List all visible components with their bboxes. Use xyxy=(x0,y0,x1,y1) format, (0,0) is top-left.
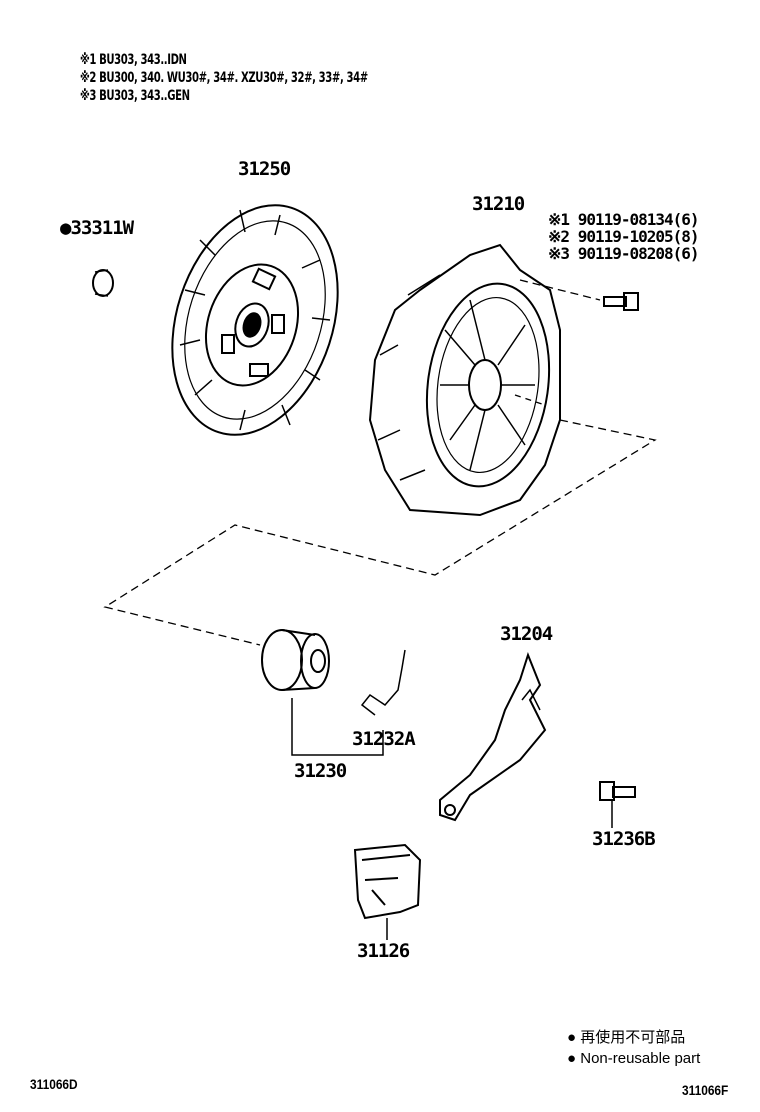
part-number-plug[interactable]: ●33311W xyxy=(60,217,134,239)
note-3: ※3 BU303, 343..GEN xyxy=(80,88,190,104)
plug-drawing xyxy=(92,269,114,297)
note-text: BU303, 343..GEN xyxy=(99,88,190,104)
part-number-fork-support[interactable]: 31236B xyxy=(592,828,656,850)
legend-en-text: Non-reusable part xyxy=(580,1050,701,1067)
note-mark: ※2 xyxy=(80,70,97,86)
part-number-release-bearing[interactable]: 31230 xyxy=(294,760,347,782)
bolt-item[interactable]: ※2 90119-10205(8) xyxy=(548,227,700,246)
release-fork-drawing xyxy=(439,652,547,822)
bolt-list: ※1 90119-08134(6) ※2 90119-10205(8) ※3 9… xyxy=(548,210,700,263)
part-number-clutch-disc[interactable]: 31250 xyxy=(238,158,291,180)
legend-jp: ● 再使用不可部品 xyxy=(567,1027,700,1048)
bolt-mark: ※1 xyxy=(548,210,570,229)
clip-drawing xyxy=(360,649,406,716)
diagram-code-left: 311066D xyxy=(30,1076,78,1092)
release-bearing-drawing xyxy=(261,629,384,756)
part-number-clip[interactable]: 31232A xyxy=(352,728,416,750)
note-text: BU300, 340. WU30#, 34#. XZU30#, 32#, 33#… xyxy=(99,70,368,86)
clutch-disc-drawing xyxy=(171,204,339,436)
part-number-boot[interactable]: 31126 xyxy=(357,940,410,962)
bolt-item[interactable]: ※1 90119-08134(6) xyxy=(548,210,700,229)
bolt-item[interactable]: ※3 90119-08208(6) xyxy=(548,244,700,263)
note-2: ※2 BU300, 340. WU30#, 34#. XZU30#, 32#, … xyxy=(80,70,368,86)
fork-support-drawing xyxy=(599,781,636,828)
part-number-clutch-cover[interactable]: 31210 xyxy=(472,193,525,215)
note-text: BU303, 343..IDN xyxy=(99,52,187,68)
bolt-number: 90119-08134(6) xyxy=(577,210,700,229)
note-1: ※1 BU303, 343..IDN xyxy=(80,52,187,68)
legend: ● 再使用不可部品 ● Non-reusable part xyxy=(567,1027,700,1069)
legend-jp-text: 再使用不可部品 xyxy=(580,1029,686,1046)
bolt-number: 90119-10205(8) xyxy=(577,227,700,246)
bolt-mark: ※3 xyxy=(548,244,570,263)
bolt-mark: ※2 xyxy=(548,227,570,246)
legend-en: ● Non-reusable part xyxy=(567,1048,700,1069)
bullet-icon: ● xyxy=(567,1050,577,1067)
note-mark: ※3 xyxy=(80,88,97,104)
bolt-drawing xyxy=(603,292,639,311)
clutch-cover-drawing xyxy=(368,243,601,517)
assembly-dashed-line xyxy=(103,419,657,646)
bullet-icon: ● xyxy=(567,1029,577,1046)
boot-drawing xyxy=(353,843,422,940)
bolt-number: 90119-08208(6) xyxy=(577,244,700,263)
note-mark: ※1 xyxy=(80,52,97,68)
part-number-release-fork[interactable]: 31204 xyxy=(500,623,553,645)
diagram-code-right: 311066F xyxy=(682,1082,729,1098)
